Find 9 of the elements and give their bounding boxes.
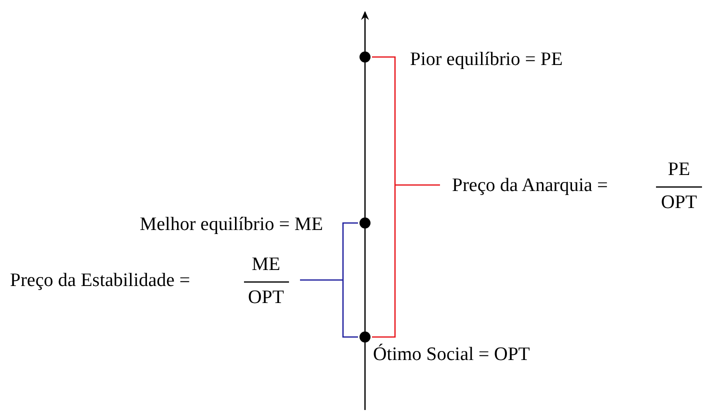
denominator: OPT: [248, 287, 284, 309]
denominator: OPT: [661, 192, 697, 214]
formula-label: Preço da Anarquia =: [452, 175, 608, 197]
numerator: PE: [668, 159, 690, 181]
point-label: Ótimo Social = OPT: [373, 344, 530, 366]
formula-label: Preço da Estabilidade =: [10, 270, 190, 292]
point-label: Melhor equilíbrio = ME: [140, 214, 323, 236]
numerator: ME: [252, 254, 280, 276]
point-label: Pior equilíbrio = PE: [410, 49, 563, 71]
